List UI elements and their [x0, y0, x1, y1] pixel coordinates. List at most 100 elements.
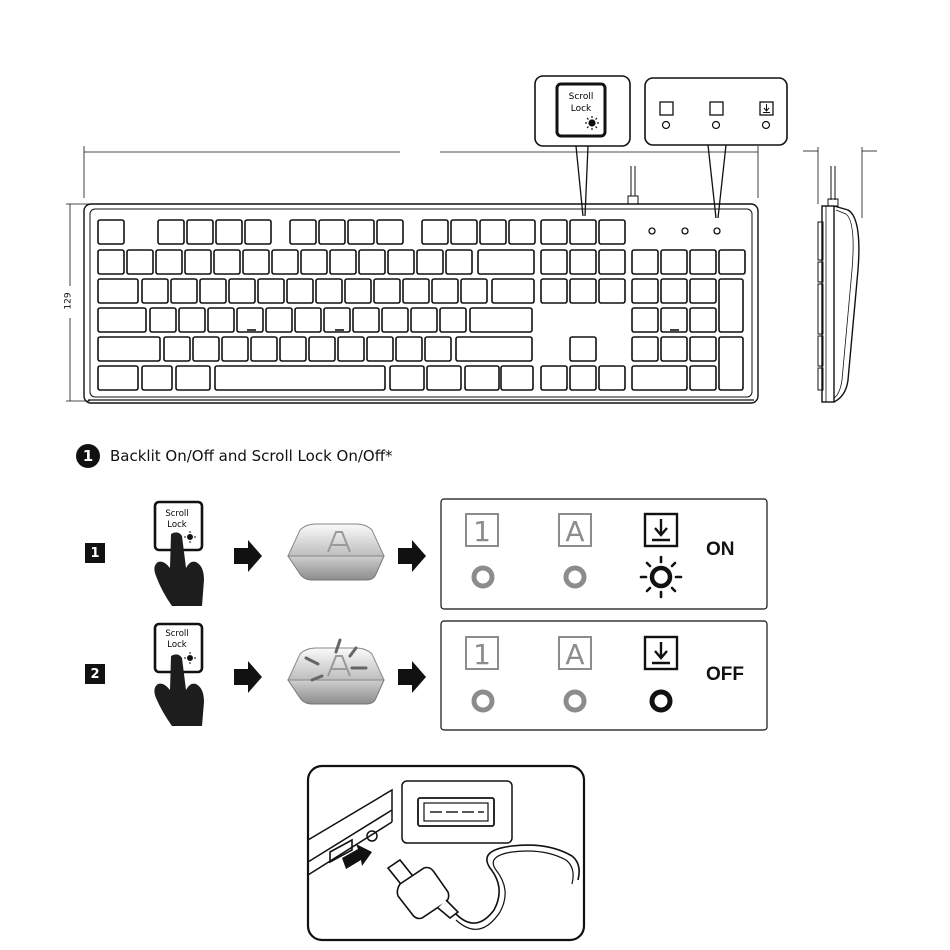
keyboard-key	[193, 337, 219, 361]
keyboard-key	[632, 337, 658, 361]
keyboard-key	[719, 279, 743, 332]
section-heading: 1 Backlit On/Off and Scroll Lock On/Off*	[76, 444, 393, 468]
keyboard-key	[338, 337, 364, 361]
section-title: Backlit On/Off and Scroll Lock On/Off*	[110, 447, 393, 465]
keyboard-key	[377, 220, 403, 244]
keyboard-key	[690, 337, 716, 361]
keyboard-key	[142, 279, 168, 303]
num-lock-indicator: 1	[473, 515, 491, 548]
keyboard-key	[570, 220, 596, 244]
keyboard-key	[187, 220, 213, 244]
keyboard-key	[200, 279, 226, 303]
keyboard-key	[446, 250, 472, 274]
keyboard-key	[690, 366, 716, 390]
hand-press-icon: Scroll Lock	[154, 624, 204, 726]
keyboard-key	[432, 279, 458, 303]
caps-lock-indicator: A	[565, 638, 584, 671]
keyboard-key	[319, 220, 345, 244]
keyboard-key	[164, 337, 190, 361]
callout-key-line2: Lock	[571, 104, 592, 114]
keyboard-key	[690, 250, 716, 274]
keyboard-key	[599, 279, 625, 303]
keycap-a-icon	[288, 524, 384, 580]
keyboard-key	[359, 250, 385, 274]
num-lock-indicator: 1	[473, 638, 491, 671]
keyboard-key	[216, 220, 242, 244]
keyboard-key	[465, 366, 499, 390]
keyboard-key	[214, 250, 240, 274]
keyboard-key	[690, 279, 716, 303]
keyboard-key	[661, 308, 687, 332]
keyboard-key	[599, 220, 625, 244]
keyboard-key	[280, 337, 306, 361]
caps-lock-indicator: A	[565, 515, 584, 548]
keyboard-key	[403, 279, 429, 303]
step1-key-line2: Lock	[167, 520, 186, 530]
keyboard-key	[156, 250, 182, 274]
keycap-a-lit-icon	[288, 640, 384, 704]
keyboard-key	[570, 279, 596, 303]
keyboard-key	[599, 366, 625, 390]
keyboard-key	[353, 308, 379, 332]
keyboard-key	[451, 220, 477, 244]
keyboard-key	[411, 308, 437, 332]
keyboard-key	[150, 308, 176, 332]
keyboard-key	[492, 279, 534, 303]
keyboard-key	[330, 250, 356, 274]
keyboard-key	[461, 279, 487, 303]
keyboard-key	[440, 308, 466, 332]
keyboard-key	[632, 366, 687, 390]
keyboard-key	[179, 308, 205, 332]
keyboard-key	[222, 337, 248, 361]
keyboard-key	[245, 220, 271, 244]
keyboard-key	[570, 366, 596, 390]
keyboard-key	[719, 337, 743, 390]
keyboard-key	[290, 220, 316, 244]
keyboard-leds	[649, 228, 720, 234]
keyboard-key	[396, 337, 422, 361]
keyboard-key	[301, 250, 327, 274]
keyboard-key	[390, 366, 424, 390]
arrow-right-icon	[398, 661, 426, 693]
keyboard-key	[287, 279, 313, 303]
keyboard-key	[158, 220, 184, 244]
keyboard-key	[632, 279, 658, 303]
keyboard-key	[382, 308, 408, 332]
keyboard-key	[632, 250, 658, 274]
keyboard-key	[316, 279, 342, 303]
keyboard-key	[632, 308, 658, 332]
keyboard-keys	[98, 220, 745, 390]
keyboard-key	[541, 220, 567, 244]
usb-connection-illustration	[308, 766, 584, 940]
keyboard-key	[456, 337, 532, 361]
keyboard-key	[374, 279, 400, 303]
keyboard-key	[541, 366, 567, 390]
keyboard-key	[348, 220, 374, 244]
keyboard-key	[266, 308, 292, 332]
keyboard-key	[478, 250, 534, 274]
keyboard-key	[541, 250, 567, 274]
keyboard-key	[570, 250, 596, 274]
step2-key-line2: Lock	[167, 640, 186, 650]
step-2-badge: 2	[85, 664, 105, 684]
keyboard-key	[237, 308, 263, 332]
keyboard-key	[215, 366, 385, 390]
keyboard-key	[127, 250, 153, 274]
keyboard-key	[570, 337, 596, 361]
step1-key-line1: Scroll	[165, 509, 188, 519]
hand-press-icon: Scroll Lock	[154, 502, 204, 606]
keyboard-key	[171, 279, 197, 303]
section-number-badge: 1	[76, 444, 100, 468]
keyboard-key	[417, 250, 443, 274]
keyboard-key	[661, 279, 687, 303]
state-off-label: OFF	[706, 664, 744, 686]
step-1-badge: 1	[85, 543, 105, 563]
step2-key-line1: Scroll	[165, 629, 188, 639]
keyboard-key	[98, 337, 160, 361]
arrow-right-icon	[398, 540, 426, 572]
led-off-icon	[652, 692, 670, 710]
keyboard-key	[480, 220, 506, 244]
state-on-label: ON	[706, 539, 735, 561]
keyboard-key	[427, 366, 461, 390]
